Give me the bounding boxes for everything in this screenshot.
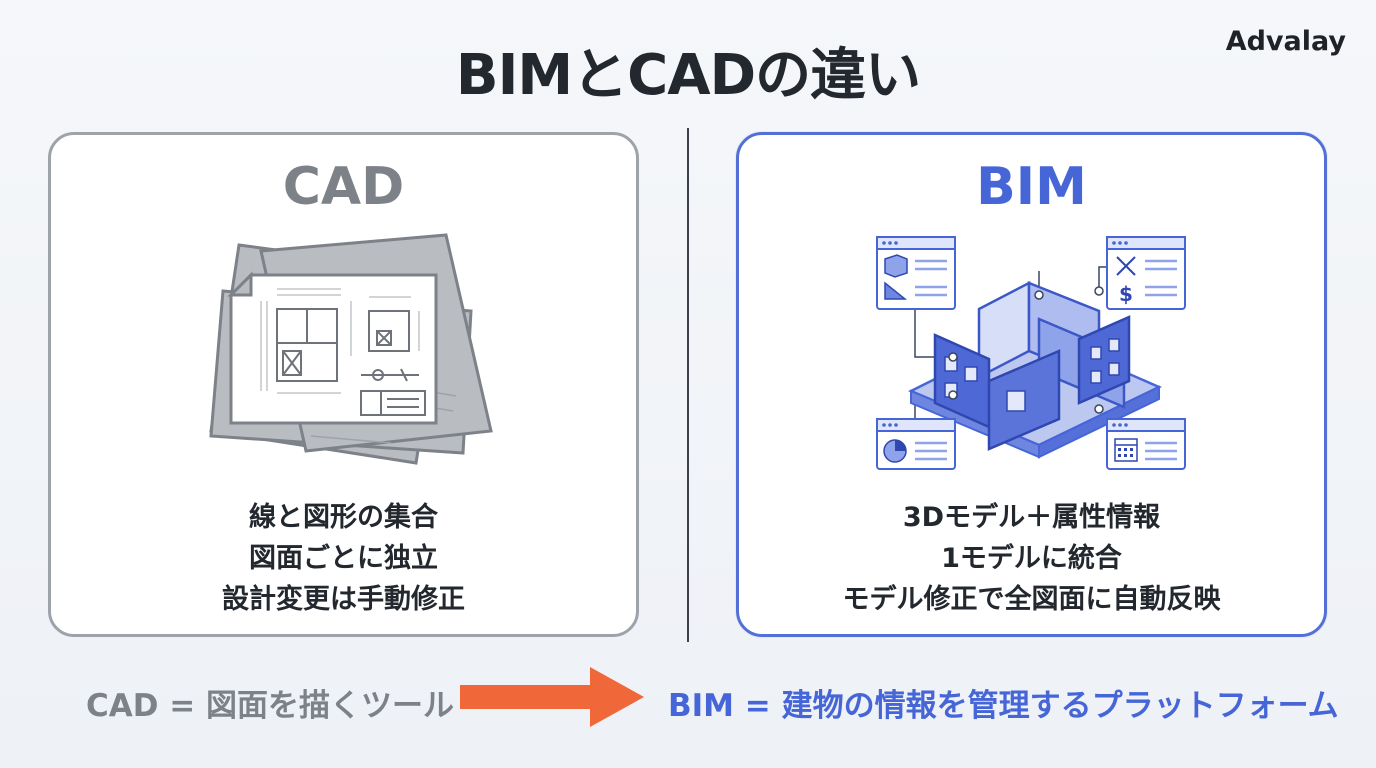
center-divider xyxy=(687,128,689,642)
stacked-blueprints-icon xyxy=(209,233,493,465)
cad-panel: CAD xyxy=(48,132,639,637)
svg-text:$: $ xyxy=(1119,282,1133,306)
cad-point: 線と図形の集合 xyxy=(249,502,438,533)
bim-panel: BIM xyxy=(736,132,1327,637)
bim-point: 3Dモデル＋属性情報 xyxy=(902,502,1161,533)
bim-point: 1モデルに統合 xyxy=(941,543,1122,574)
cad-summary: CAD = 図面を描くツール xyxy=(86,688,455,724)
bim-summary: BIM = 建物の情報を管理するプラットフォーム xyxy=(668,688,1339,724)
bim-heading: BIM xyxy=(976,157,1087,217)
pie-chart-icon xyxy=(876,418,956,470)
bim-point: モデル修正で全図面に自動反映 xyxy=(842,584,1221,615)
arrow-right-icon xyxy=(460,667,644,727)
cad-points: 線と図形の集合 図面ごとに独立 設計変更は手動修正 xyxy=(51,497,636,620)
page-title: BIMとCADの違い xyxy=(455,43,921,108)
brand-logo: Advalay xyxy=(1225,26,1346,57)
expand-arrows-icon: $ xyxy=(1106,236,1186,310)
3d-building-model-icon: $ xyxy=(876,236,1186,470)
cad-point: 図面ごとに独立 xyxy=(249,543,438,574)
cad-point: 設計変更は手動修正 xyxy=(222,584,465,615)
cad-heading: CAD xyxy=(282,157,405,217)
cube-icon xyxy=(876,236,956,310)
calendar-icon xyxy=(1106,418,1186,470)
bim-points: 3Dモデル＋属性情報 1モデルに統合 モデル修正で全図面に自動反映 xyxy=(739,497,1324,620)
